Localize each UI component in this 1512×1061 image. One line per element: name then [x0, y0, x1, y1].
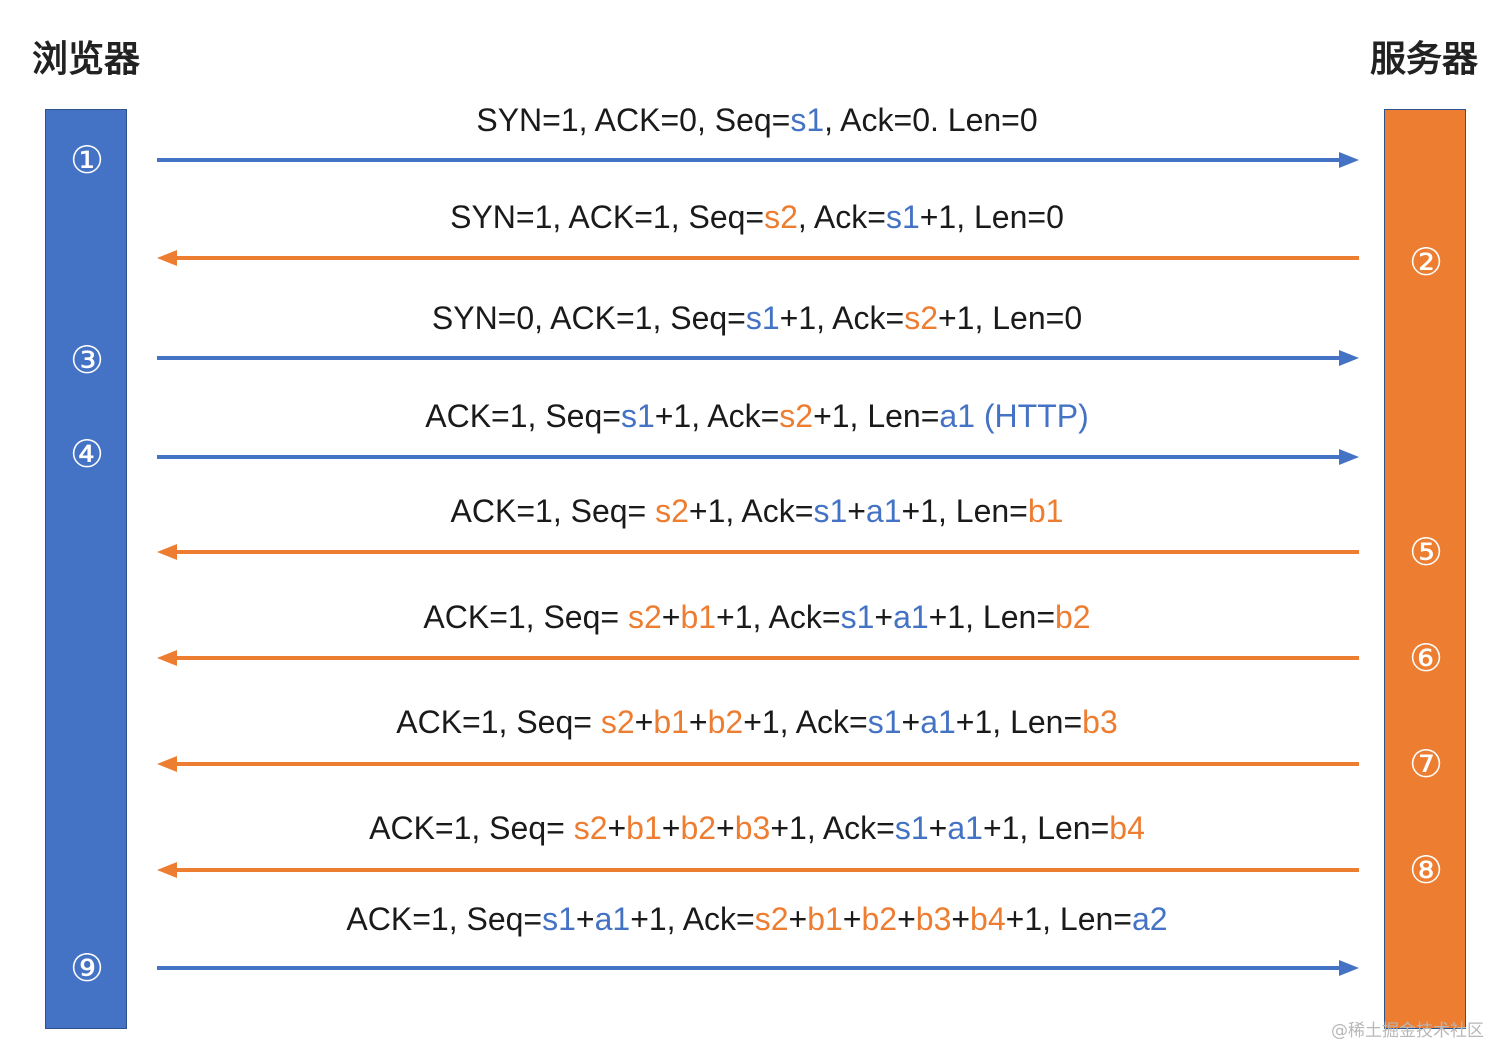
message-7-arrow — [157, 756, 1359, 772]
step-1-marker: ① — [69, 138, 105, 182]
message-8-label: ACK=1, Seq= s2+b1+b2+b3+1, Ack=s1+a1+1, … — [369, 810, 1145, 846]
message-8-arrow — [157, 862, 1359, 878]
browser-lifeline: ① ③ ④ ⑨ — [45, 109, 127, 1029]
message-6-arrow — [157, 650, 1359, 666]
message-4-label: ACK=1, Seq=s1+1, Ack=s2+1, Len=a1 (HTTP) — [425, 398, 1089, 434]
server-title: 服务器 — [1369, 39, 1478, 80]
message-2-label: SYN=1, ACK=1, Seq=s2, Ack=s1+1, Len=0 — [450, 199, 1064, 235]
step-2-marker: ② — [1408, 240, 1444, 284]
step-6-marker: ⑥ — [1408, 636, 1444, 680]
message-3-arrow — [157, 350, 1359, 366]
step-5-marker: ⑤ — [1408, 530, 1444, 574]
message-6-label: ACK=1, Seq= s2+b1+1, Ack=s1+a1+1, Len=b2 — [423, 599, 1091, 635]
message-1-label: SYN=1, ACK=0, Seq=s1, Ack=0. Len=0 — [476, 102, 1038, 138]
step-7-marker: ⑦ — [1408, 742, 1444, 786]
step-8-marker: ⑧ — [1408, 848, 1444, 892]
message-5-arrow — [157, 544, 1359, 560]
server-lifeline: ② ⑤ ⑥ ⑦ ⑧ — [1384, 109, 1466, 1029]
message-9-label: ACK=1, Seq=s1+a1+1, Ack=s2+b1+b2+b3+b4+1… — [346, 901, 1168, 937]
message-5-label: ACK=1, Seq= s2+1, Ack=s1+a1+1, Len=b1 — [450, 493, 1064, 529]
watermark: @稀土掘金技术社区 — [1331, 1021, 1484, 1041]
message-3-label: SYN=0, ACK=1, Seq=s1+1, Ack=s2+1, Len=0 — [431, 300, 1083, 336]
browser-title: 浏览器 — [32, 39, 141, 80]
step-9-marker: ⑨ — [69, 946, 105, 990]
message-2-arrow — [157, 250, 1359, 266]
message-4-arrow — [157, 449, 1359, 465]
message-1-arrow — [157, 152, 1359, 168]
message-7-label: ACK=1, Seq= s2+b1+b2+1, Ack=s1+a1+1, Len… — [396, 704, 1118, 740]
step-3-marker: ③ — [69, 338, 105, 382]
step-4-marker: ④ — [69, 432, 105, 476]
message-9-arrow — [157, 960, 1359, 976]
